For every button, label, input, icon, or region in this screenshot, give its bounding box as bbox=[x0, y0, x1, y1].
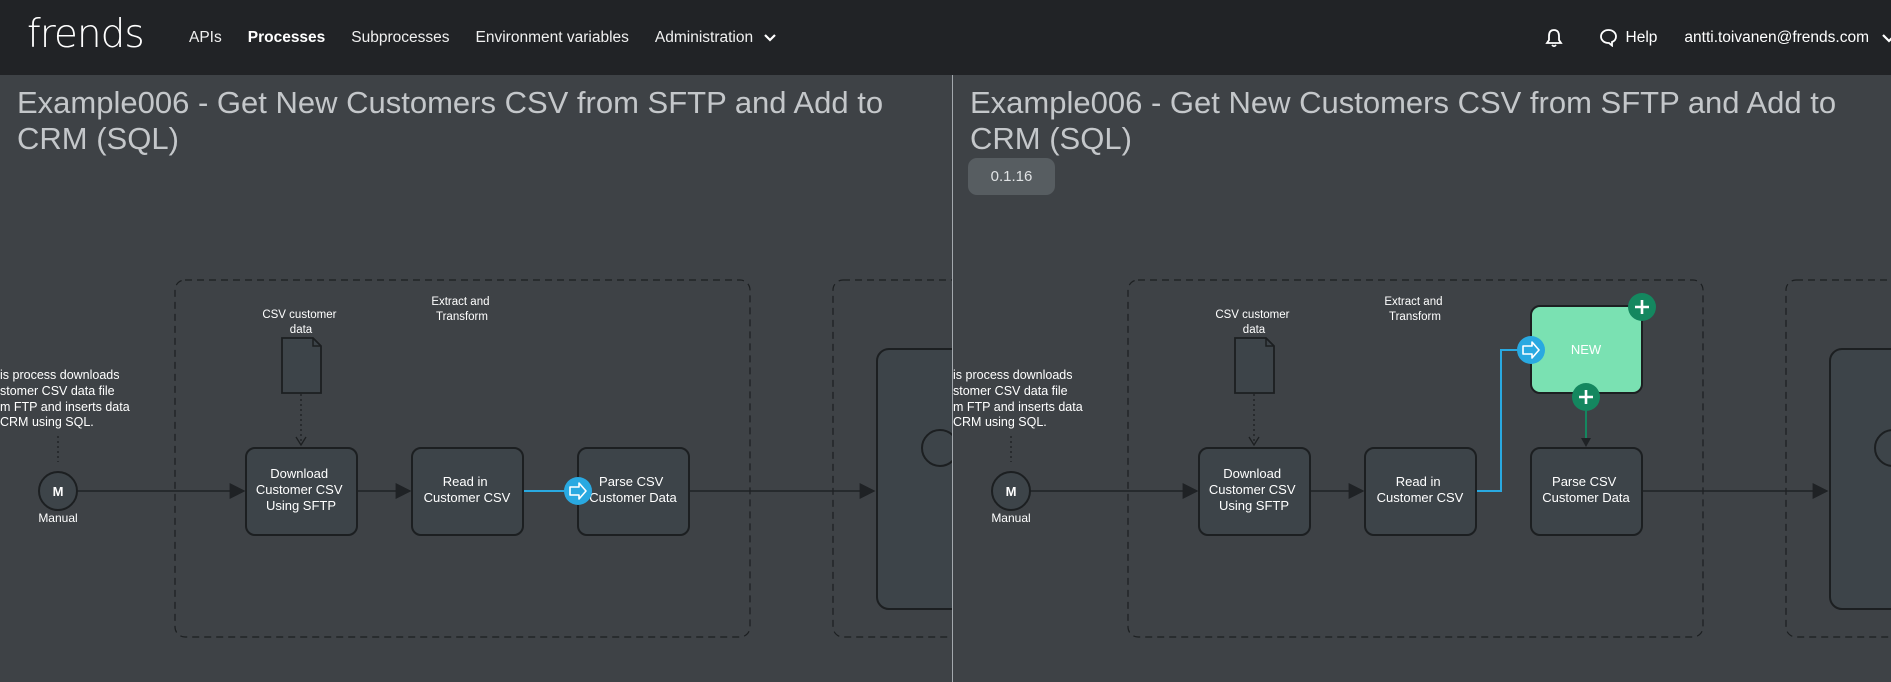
bell-icon[interactable] bbox=[1544, 28, 1563, 48]
process-title-left: Example006 - Get New Customers CSV from … bbox=[17, 85, 884, 156]
start-event-letter: M bbox=[53, 484, 64, 499]
chat-bubble-icon bbox=[1599, 29, 1617, 47]
process-annotation: is process downloads stomer CSV data fil… bbox=[953, 368, 1086, 429]
help-label: Help bbox=[1625, 28, 1658, 46]
connector-handle-icon[interactable] bbox=[1517, 336, 1545, 364]
subprocess-event[interactable] bbox=[1874, 429, 1891, 467]
document-icon[interactable] bbox=[281, 337, 322, 394]
subprocess-event[interactable] bbox=[921, 429, 952, 467]
group-extract-transform bbox=[174, 279, 751, 638]
frends-logo[interactable]: frends bbox=[27, 12, 145, 57]
task-read-label: Read in Customer CSV bbox=[424, 474, 511, 505]
group-label: Extract and Transform bbox=[1384, 296, 1445, 323]
process-diagram-right: Extract and Transform is process downloa… bbox=[953, 279, 1891, 638]
start-event-manual[interactable] bbox=[991, 471, 1031, 511]
task-read-customer-csv[interactable] bbox=[411, 447, 524, 536]
chevron-down-icon bbox=[763, 33, 777, 43]
start-event-manual[interactable] bbox=[38, 471, 78, 511]
task-parse-label: Parse CSV Customer Data bbox=[589, 474, 677, 505]
task-read-customer-csv[interactable] bbox=[1364, 447, 1477, 536]
add-element-button[interactable] bbox=[1628, 293, 1656, 321]
user-email: antti.toivanen@frends.com bbox=[1684, 28, 1869, 46]
nav-administration-label: Administration bbox=[654, 28, 754, 46]
version-badge[interactable]: 0.1.16 bbox=[968, 158, 1055, 195]
group-box-second bbox=[832, 279, 952, 638]
left-process-pane: Extract and Transform is process downloa… bbox=[0, 75, 952, 682]
nav-environment-variables[interactable]: Environment variables bbox=[475, 28, 629, 46]
nav-administration-dropdown[interactable]: Administration bbox=[655, 29, 777, 47]
flow-read-to-new[interactable] bbox=[1476, 349, 1522, 492]
nav-apis[interactable]: APIs bbox=[189, 28, 222, 46]
task-download-customer-csv[interactable] bbox=[245, 447, 358, 536]
data-object-label: CSV customer data bbox=[262, 309, 339, 336]
chevron-down-icon bbox=[1882, 33, 1891, 43]
user-nav: Help antti.toivanen@frends.com bbox=[1544, 0, 1891, 75]
subprocess-box[interactable] bbox=[1829, 348, 1891, 610]
task-download-label: Download Customer CSV Using SFTP bbox=[1209, 466, 1299, 513]
start-event-letter: M bbox=[1006, 484, 1017, 499]
top-navigation-bar: frends APIs Processes Subprocesses Envir… bbox=[0, 0, 1891, 75]
connector-handle-icon[interactable] bbox=[564, 477, 592, 505]
task-parse-csv[interactable] bbox=[1530, 447, 1643, 536]
pane-divider[interactable] bbox=[952, 75, 953, 682]
data-object-label: CSV customer data bbox=[1215, 309, 1292, 336]
task-download-label: Download Customer CSV Using SFTP bbox=[256, 466, 346, 513]
document-icon[interactable] bbox=[1234, 337, 1275, 394]
group-label: Extract and Transform bbox=[431, 296, 492, 323]
group-box-second bbox=[1785, 279, 1891, 638]
process-annotation: is process downloads stomer CSV data fil… bbox=[0, 368, 133, 429]
group-extract-transform bbox=[1127, 279, 1704, 638]
nav-processes[interactable]: Processes bbox=[247, 28, 326, 46]
nav-subprocesses[interactable]: Subprocesses bbox=[351, 28, 450, 46]
right-process-pane: Extract and Transform is process downloa… bbox=[953, 75, 1891, 682]
process-title-right: Example006 - Get New Customers CSV from … bbox=[970, 85, 1837, 156]
start-event-label: Manual bbox=[991, 511, 1030, 525]
main-nav: APIs Processes Subprocesses Environment … bbox=[189, 0, 777, 75]
process-diagram-left: Extract and Transform is process downloa… bbox=[0, 279, 952, 638]
task-read-label: Read in Customer CSV bbox=[1377, 474, 1464, 505]
help-button[interactable]: Help bbox=[1599, 28, 1658, 47]
start-event-label: Manual bbox=[38, 511, 77, 525]
subprocess-box[interactable] bbox=[876, 348, 952, 610]
task-parse-label: Parse CSV Customer Data bbox=[1542, 474, 1630, 505]
new-task-label: NEW bbox=[1571, 342, 1602, 357]
task-download-customer-csv[interactable] bbox=[1198, 447, 1311, 536]
user-menu[interactable]: antti.toivanen@frends.com bbox=[1684, 29, 1891, 47]
add-element-button[interactable] bbox=[1572, 383, 1600, 411]
